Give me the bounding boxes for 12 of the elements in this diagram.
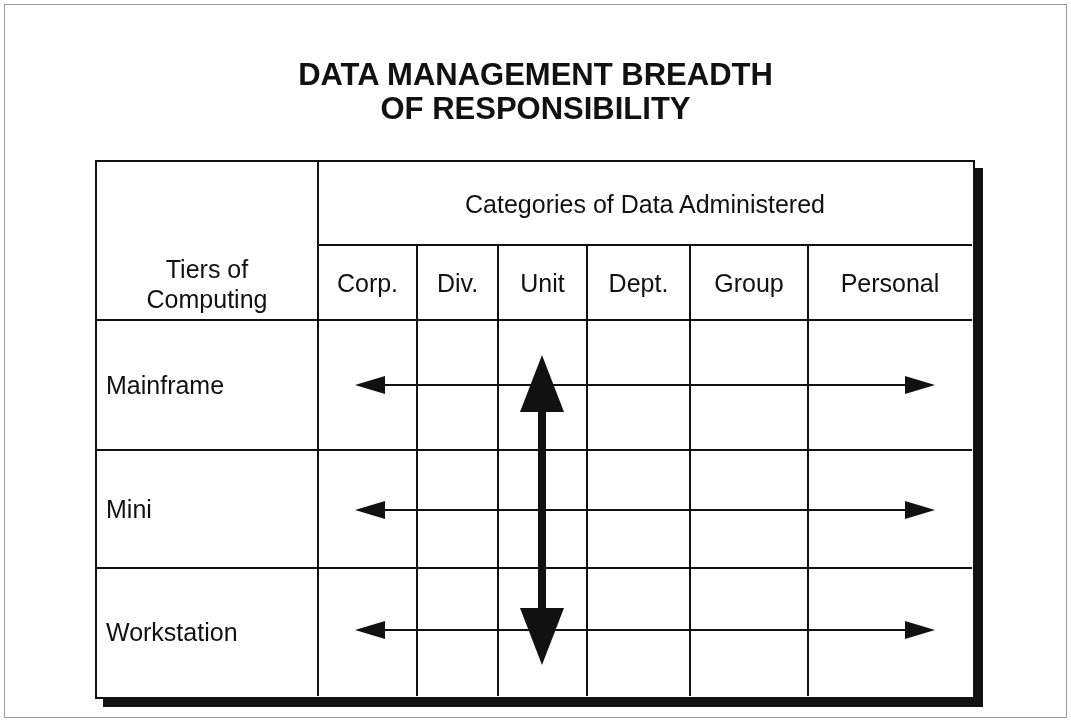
row-group-header: Tiers of Computing — [145, 254, 269, 314]
column-group-header: Categories of Data Administered — [465, 188, 825, 219]
diagram-title: DATA MANAGEMENT BREADTH OF RESPONSIBILITY — [297, 58, 774, 126]
row-header: Mini — [106, 494, 152, 524]
column-header: Personal — [840, 267, 940, 298]
column-header: Div. — [436, 267, 479, 298]
row-header: Workstation — [106, 616, 238, 647]
column-header: Unit — [520, 267, 565, 298]
column-header: Group — [714, 267, 784, 298]
column-header: Corp. — [336, 267, 399, 298]
column-header: Dept. — [608, 267, 669, 298]
row-header: Mainframe — [106, 370, 225, 400]
